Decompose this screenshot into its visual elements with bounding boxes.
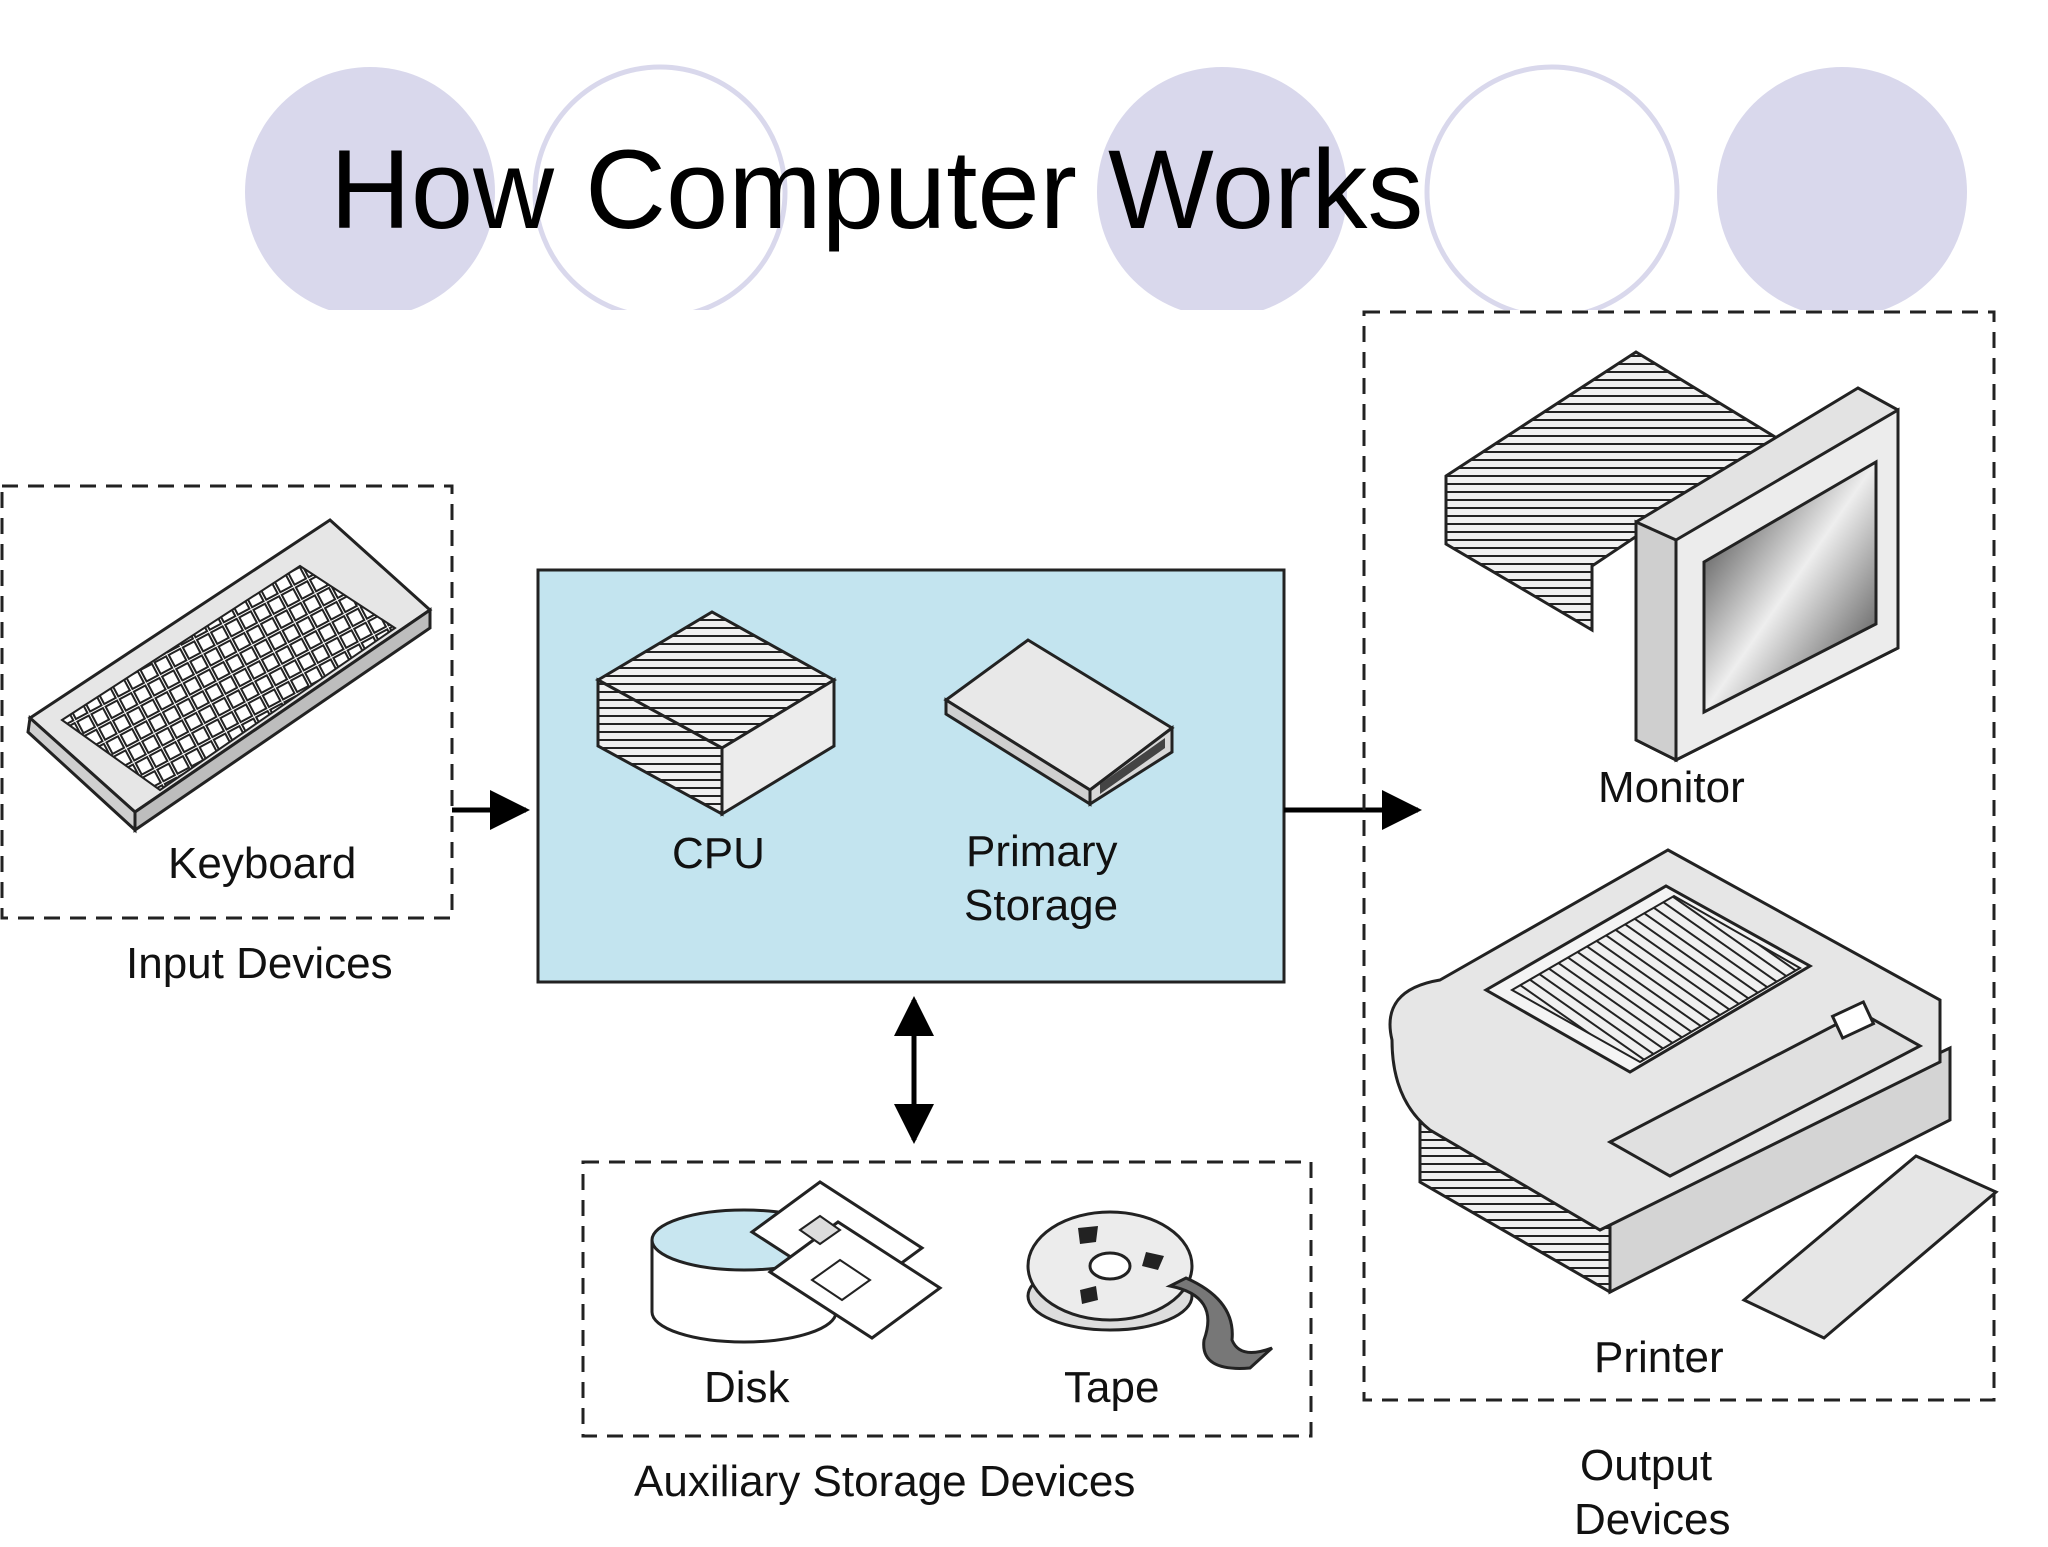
printer-label: Printer xyxy=(1594,1333,1724,1382)
decor-circle xyxy=(1097,67,1347,317)
floppy-disk-icon xyxy=(749,1180,943,1340)
input-devices-box xyxy=(0,484,454,920)
primary-storage-label-line2: Storage xyxy=(964,881,1119,930)
cpu-label: CPU xyxy=(672,829,765,878)
auxiliary-storage-box xyxy=(581,1160,1313,1438)
decor-circle xyxy=(1717,67,1967,317)
decor-circle xyxy=(245,67,495,317)
input-devices-caption: Input Devices xyxy=(126,939,393,988)
monitor-icon xyxy=(1444,350,1900,763)
monitor-label: Monitor xyxy=(1598,763,1745,812)
output-devices-box xyxy=(1362,310,1996,1402)
page-title: How Computer Works xyxy=(330,127,1424,252)
primary-storage-label-line1: Primary xyxy=(966,827,1118,876)
decor-circle xyxy=(1424,64,1680,320)
tape-reel-icon xyxy=(1026,1210,1274,1370)
title-decoration xyxy=(0,64,2048,410)
primary-storage-icon xyxy=(943,638,1175,807)
cpu-icon xyxy=(594,610,837,817)
auxiliary-storage-caption: Auxiliary Storage Devices xyxy=(634,1457,1136,1506)
disk-label: Disk xyxy=(704,1363,790,1412)
keyboard-icon xyxy=(26,518,433,834)
output-devices-caption-line1: Output xyxy=(1580,1441,1713,1490)
tape-label: Tape xyxy=(1064,1363,1160,1412)
output-devices-caption-line2: Devices xyxy=(1574,1495,1731,1544)
printer-icon xyxy=(1388,848,1999,1340)
keyboard-label: Keyboard xyxy=(168,839,357,888)
